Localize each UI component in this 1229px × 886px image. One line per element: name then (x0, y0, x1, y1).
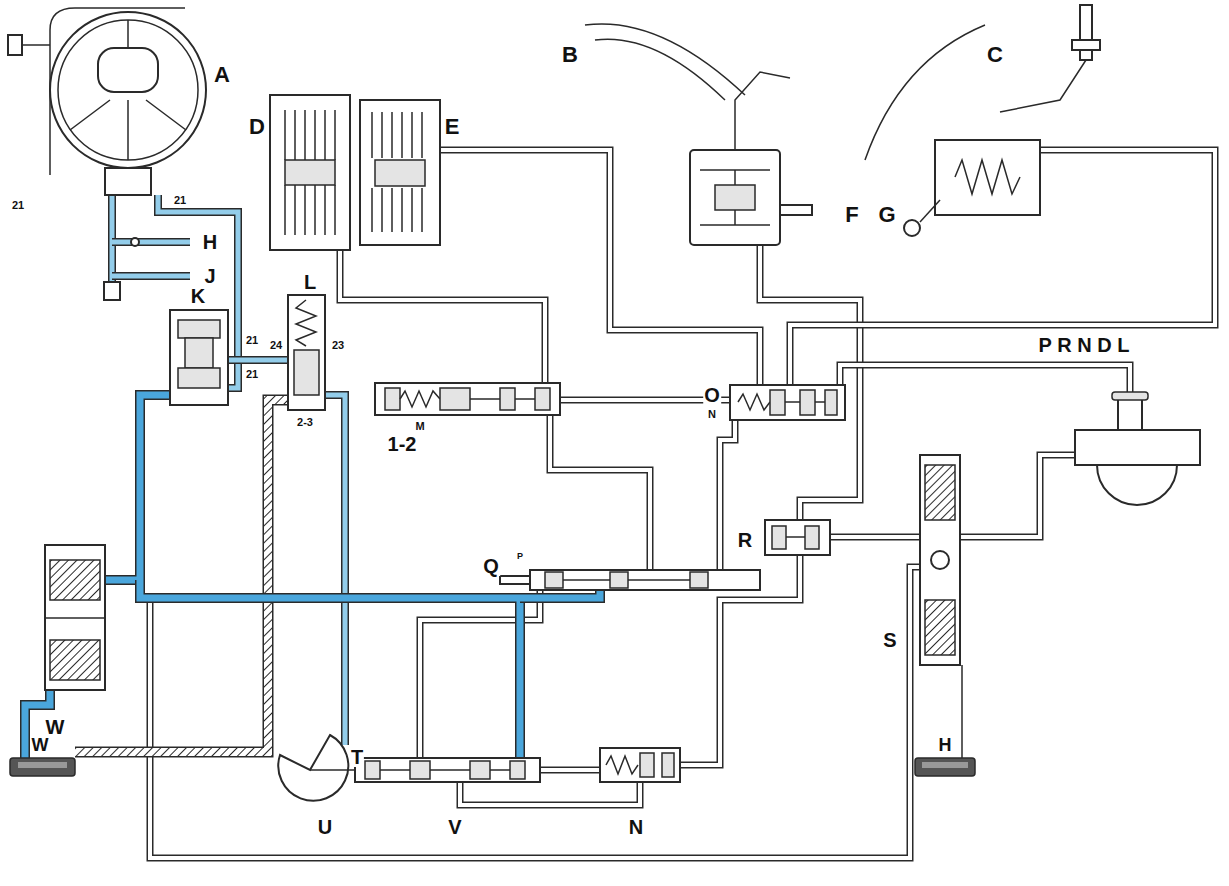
rear-band-servo (865, 5, 1100, 236)
throttle-valve (355, 758, 540, 782)
converter-feed-passages (112, 195, 345, 745)
manual-valve (500, 570, 760, 590)
part-letter: O (703, 385, 721, 405)
pressure-regulator-valve (170, 310, 228, 405)
valve-v (600, 748, 680, 782)
part-letter: A (213, 64, 231, 86)
rear-pump (920, 455, 962, 758)
torque-converter (8, 8, 206, 300)
throttle-cam (278, 735, 355, 801)
part-letter: P R N D L (1038, 335, 1131, 355)
part-letter: W (45, 717, 66, 737)
oil-strainer (10, 758, 75, 776)
part-letter: K (190, 286, 206, 306)
part-letter: E (444, 116, 461, 138)
port-number: 24 (269, 340, 283, 351)
part-letter: H (202, 232, 218, 252)
selector-positions: P (516, 552, 524, 561)
part-letter: T (350, 747, 364, 767)
part-letter: U (317, 817, 333, 837)
part-letter: 1-2 (387, 434, 418, 454)
port-number: 23 (331, 340, 345, 351)
part-letter: N (628, 817, 644, 837)
part-letter: V (447, 817, 462, 837)
part-letter: S (882, 630, 897, 650)
part-letter: C (986, 44, 1004, 66)
part-letter: F (844, 204, 859, 226)
front-pump (45, 545, 105, 690)
front-band-servo (585, 24, 812, 245)
port-number: 21 (245, 335, 259, 346)
shift-valve-2-3 (375, 383, 560, 415)
port-number: 2-3 (296, 417, 314, 428)
clutch-e (360, 100, 440, 245)
part-letter: J (203, 266, 216, 286)
valve-number: N (707, 409, 717, 420)
line-pressure-passages (25, 395, 600, 758)
governor (1075, 392, 1200, 505)
converter-valve (288, 295, 325, 410)
port-number: 21 (245, 369, 259, 380)
oil-strainer (915, 758, 975, 776)
part-letter: R (737, 530, 753, 550)
port-number: 21 (173, 195, 187, 206)
valve-number: M (414, 421, 425, 432)
part-letter: L (303, 272, 317, 292)
part-letter: H (938, 736, 953, 754)
oil-passages (150, 150, 1215, 858)
clutch-d (270, 95, 350, 250)
valve-o (765, 520, 830, 555)
part-letter: B (561, 44, 579, 66)
part-letter: D (248, 116, 266, 138)
port-number: 21 (11, 200, 25, 211)
part-letter: W (31, 736, 50, 754)
part-letter: G (877, 204, 896, 226)
part-letter: Q (482, 556, 500, 576)
shift-valve-1-2 (730, 385, 845, 420)
